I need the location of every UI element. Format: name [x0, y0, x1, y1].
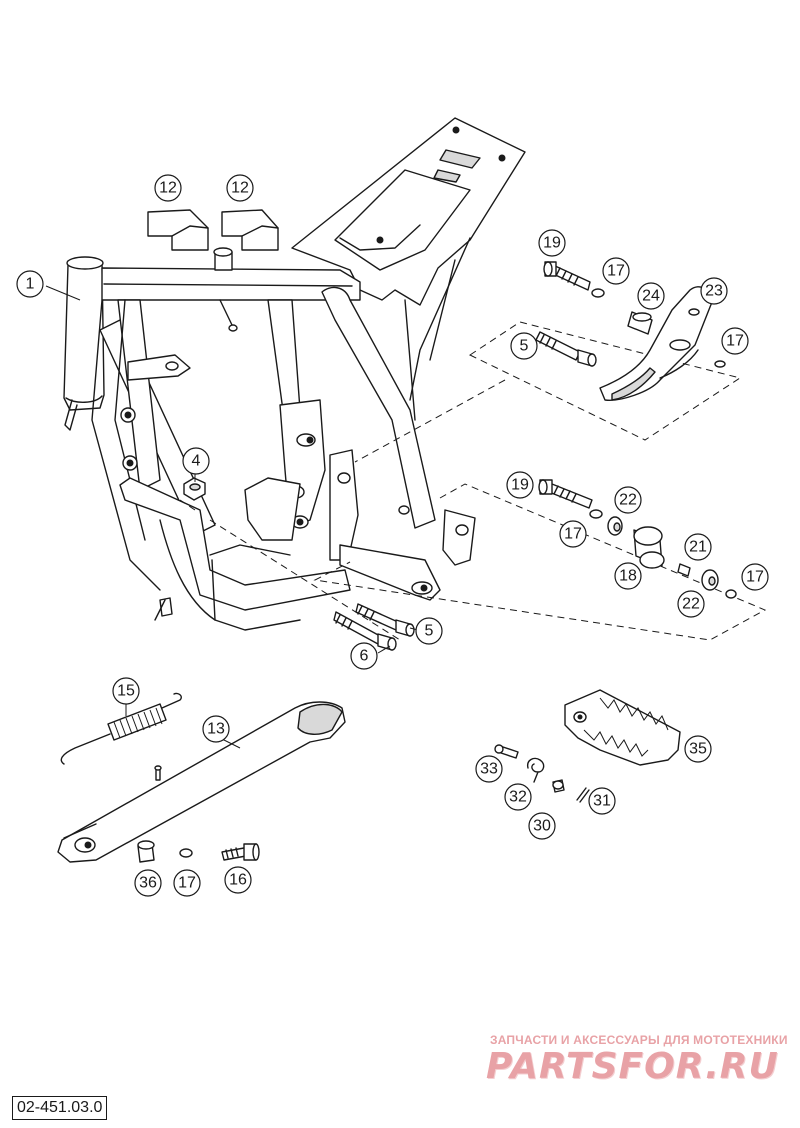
callout-16: 16: [224, 866, 252, 894]
svg-text:23: 23: [705, 283, 723, 300]
callout-24: 24: [637, 282, 665, 310]
svg-text:12: 12: [231, 180, 249, 197]
svg-text:32: 32: [509, 789, 527, 806]
bolt-5-upper: [535, 331, 581, 361]
engine-mount-bracket-front: [127, 354, 191, 381]
bolt-19-lower: [548, 483, 593, 509]
svg-text:6: 6: [360, 648, 369, 665]
svg-text:5: 5: [520, 338, 529, 355]
svg-text:4: 4: [192, 453, 201, 470]
frame-assembly: [63, 117, 526, 631]
callout-1: 1: [16, 270, 44, 298]
callout-17-right: 17: [721, 327, 749, 355]
document-code: 02-451.03.0: [12, 1096, 108, 1120]
callout-32: 32: [504, 783, 532, 811]
svg-text:17: 17: [564, 526, 582, 543]
main-frame-loop: [321, 286, 436, 529]
callout-35: 35: [684, 735, 712, 763]
callout-4: 4: [182, 447, 210, 475]
footpeg-bracket: [244, 477, 301, 541]
lower-cradle-tube: [119, 477, 351, 611]
svg-text:31: 31: [593, 793, 611, 810]
engine-mount-bolts: [333, 603, 415, 651]
callout-5-upper: 5: [510, 332, 538, 360]
svg-text:36: 36: [139, 875, 157, 892]
pivot-roller-group: [538, 479, 737, 599]
side-stand-group: [57, 692, 346, 863]
callout-33: 33: [475, 755, 503, 783]
svg-text:17: 17: [726, 333, 744, 350]
callout-12a: 12: [154, 174, 182, 202]
callout-18: 18: [614, 562, 642, 590]
return-spring-15: [107, 703, 167, 741]
callout-21: 21: [684, 533, 712, 561]
svg-text:1: 1: [26, 276, 35, 293]
callout-6: 6: [350, 642, 378, 670]
subframe-slot-2: [433, 169, 461, 183]
svg-text:17: 17: [607, 263, 625, 280]
footpeg-35: [564, 689, 681, 766]
swingarm-pivot-plate-right: [329, 449, 359, 561]
callout-30: 30: [528, 812, 556, 840]
steering-head-tube: [63, 261, 105, 411]
svg-text:15: 15: [117, 683, 135, 700]
decal-sticker-left: [147, 209, 209, 251]
svg-text:35: 35: [689, 741, 707, 758]
decal-stickers: [147, 209, 279, 251]
svg-text:21: 21: [689, 539, 707, 556]
callout-13: 13: [202, 715, 230, 743]
subframe-slot-1: [439, 149, 481, 169]
callout-22-lower: 22: [677, 590, 705, 618]
callout-22-upper: 22: [614, 486, 642, 514]
callout-17-stand: 17: [173, 869, 201, 897]
svg-text:22: 22: [619, 492, 637, 509]
callout-17-far: 17: [741, 563, 769, 591]
callout-12b: 12: [226, 174, 254, 202]
svg-text:17: 17: [178, 875, 196, 892]
svg-text:17: 17: [746, 569, 764, 586]
footpeg-group: [494, 689, 681, 803]
subframe-window: [334, 169, 471, 271]
svg-text:19: 19: [543, 235, 561, 252]
footpeg-spring-32: [526, 757, 545, 783]
side-stand-13: [57, 701, 346, 863]
svg-text:16: 16: [229, 872, 247, 889]
callout-5-lower: 5: [415, 617, 443, 645]
watermark-logo: PARTSFOR.RU: [486, 1046, 779, 1087]
svg-text:12: 12: [159, 180, 177, 197]
svg-text:13: 13: [207, 721, 225, 738]
callout-17-mid: 17: [559, 520, 587, 548]
stand-pivot-hardware: [137, 840, 260, 863]
svg-text:18: 18: [619, 568, 637, 585]
spring-hook-left: [60, 733, 111, 765]
callout-31: 31: [588, 787, 616, 815]
watermark-tagline: ЗАПЧАСТИ И АКСЕССУАРЫ ДЛЯ МОТОТЕХНИКИ: [490, 1033, 788, 1047]
svg-text:33: 33: [480, 761, 498, 778]
hex-nut: [183, 477, 206, 501]
svg-text:5: 5: [425, 623, 434, 640]
decal-sticker-right: [221, 209, 279, 251]
callout-19-upper: 19: [538, 229, 566, 257]
spring-hook-right: [161, 692, 183, 709]
down-tube-right: [117, 299, 161, 491]
svg-text:30: 30: [533, 818, 551, 835]
svg-text:22: 22: [682, 596, 700, 613]
svg-text:24: 24: [642, 288, 660, 305]
callout-15: 15: [112, 677, 140, 705]
callout-17-upper: 17: [602, 257, 630, 285]
top-tube: [101, 267, 361, 301]
assembly-guide-lines: [179, 321, 767, 641]
cotter-pin-31: [576, 787, 587, 801]
backbone-tube: [267, 299, 301, 419]
svg-text:19: 19: [511, 477, 529, 494]
callout-19-lower: 19: [506, 471, 534, 499]
callout-23: 23: [700, 277, 728, 305]
kickstand-bracket-group: [535, 261, 726, 401]
callout-36: 36: [134, 869, 162, 897]
